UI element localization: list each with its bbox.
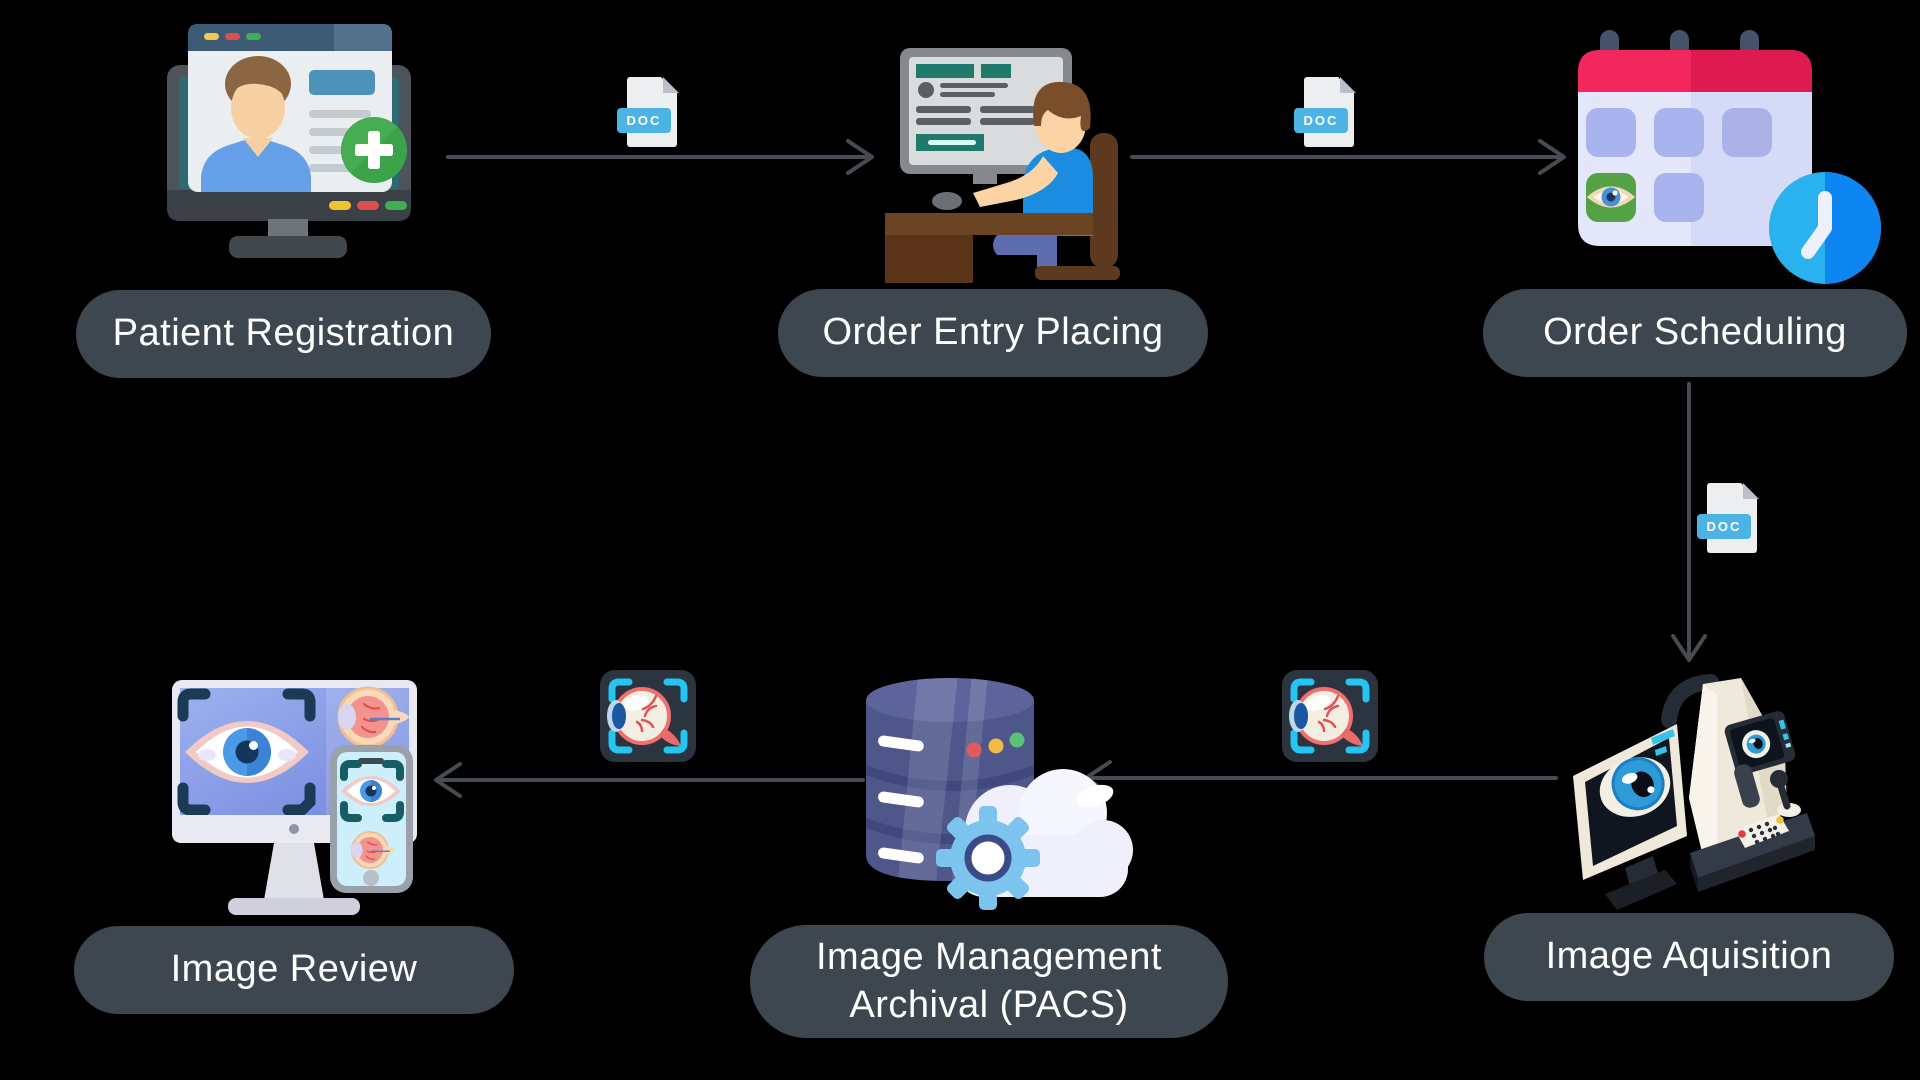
phone-eye <box>341 776 401 806</box>
device-small-screen <box>1724 711 1796 775</box>
label-image-management: Image Management Archival (PACS) <box>750 925 1228 1038</box>
page-fold <box>1743 483 1759 499</box>
doc-label: DOC <box>1294 108 1348 133</box>
eye-scan-tile-icon <box>1282 670 1378 762</box>
order-entry-icon <box>885 48 1120 283</box>
gear-icon <box>936 806 1040 910</box>
image-review-icon <box>172 680 417 915</box>
scan-brackets <box>1290 678 1370 754</box>
calendar-eye-cell <box>1586 173 1636 222</box>
legs <box>993 235 1057 267</box>
arrowhead-1 <box>846 139 874 175</box>
arrowhead-3 <box>1671 634 1707 662</box>
device-handle <box>1661 674 1719 728</box>
add-plus-icon <box>341 117 407 183</box>
label-order-scheduling: Order Scheduling <box>1483 289 1907 377</box>
lens-column <box>1734 764 1760 808</box>
device-monitor <box>1573 724 1687 910</box>
big-eye <box>185 721 309 783</box>
label-image-review: Image Review <box>74 926 514 1014</box>
monitor-stand <box>264 843 324 900</box>
eyeball <box>1289 687 1363 746</box>
arrowhead-5 <box>434 762 462 798</box>
label-image-aquisition: Image Aquisition <box>1484 913 1894 1001</box>
order-scheduling-icon <box>1578 30 1881 284</box>
chair-back <box>1090 133 1118 268</box>
patient-avatar <box>201 56 311 192</box>
phone-brackets <box>340 760 404 822</box>
page-fold <box>1340 77 1356 93</box>
arrowhead-2 <box>1538 139 1566 175</box>
eye-scan-tile-icon <box>600 670 696 762</box>
screen-brackets <box>177 688 316 816</box>
image-management-icon <box>866 678 1133 910</box>
eyeball <box>607 687 681 746</box>
doc-label: DOC <box>1697 514 1751 539</box>
doc-file-icon: DOC <box>617 77 679 147</box>
review-phone <box>330 745 413 893</box>
label-patient-registration: Patient Registration <box>76 290 491 378</box>
phone-anatomical-eye <box>351 831 396 869</box>
clock <box>1769 172 1881 284</box>
image-aquisition-icon <box>1573 674 1815 910</box>
page-fold <box>663 77 679 93</box>
doc-file-icon: DOC <box>1697 483 1759 553</box>
anatomical-eye <box>337 686 409 748</box>
doc-label: DOC <box>617 108 671 133</box>
desk-top <box>885 213 1093 235</box>
joystick <box>1770 770 1801 817</box>
label-order-entry: Order Entry Placing <box>778 289 1208 377</box>
patient-registration-icon <box>167 24 411 258</box>
scan-brackets <box>608 678 688 754</box>
desk-panel <box>885 235 973 283</box>
doc-file-icon: DOC <box>1294 77 1356 147</box>
keypad <box>1735 814 1789 848</box>
